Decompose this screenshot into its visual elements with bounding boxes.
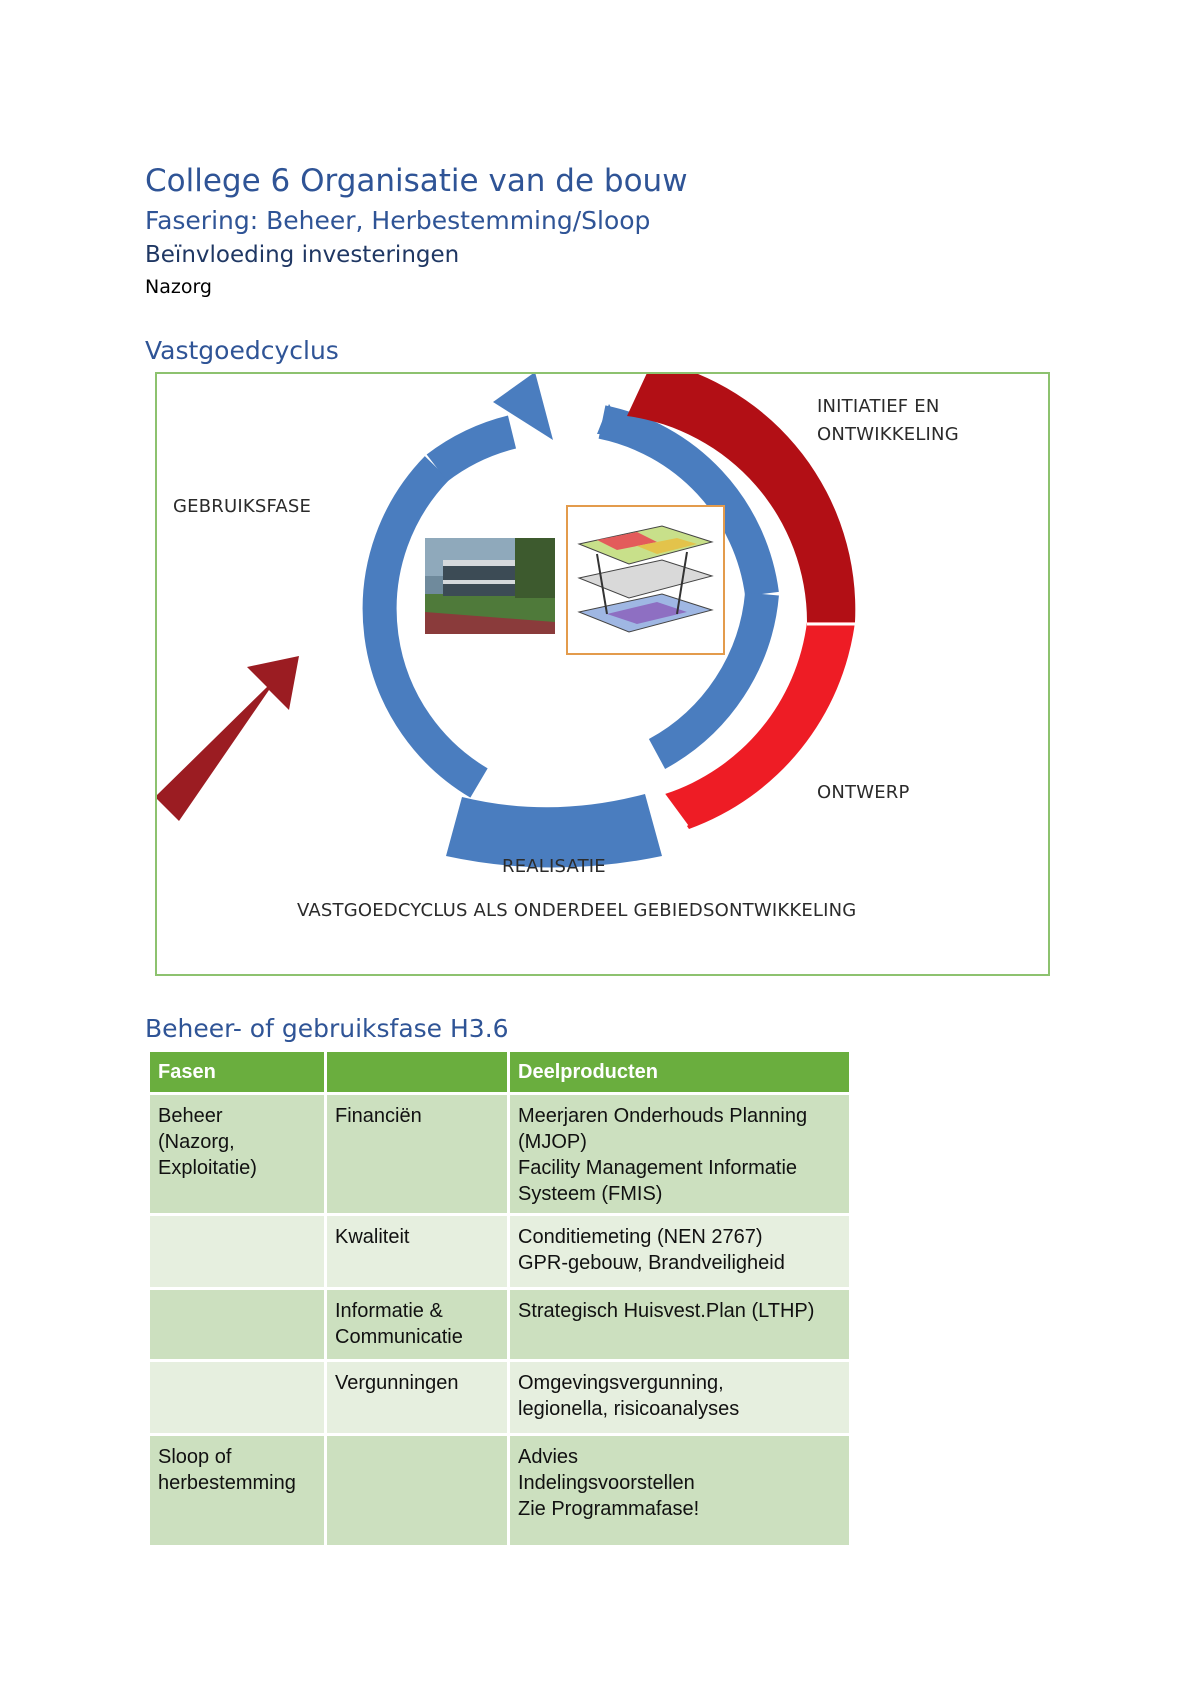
segment-divider-lower [660,791,689,827]
vastgoedcyclus-figure: INITIATIEF EN ONTWIKKELING GEBRUIKSFASE … [155,372,1050,976]
fasen-table: Fasen Deelproducten Beheer (Nazorg, Expl… [150,1052,852,1548]
heading-beinvloeding: Beïnvloeding investeringen [145,242,460,268]
cell-fase: Sloop of herbestemming [150,1434,327,1548]
cell-deelproduct: Strategisch Huisvest.Plan (LTHP) [508,1288,852,1362]
cell-deelproduct: Advies Indelingsvoorstellen Zie Programm… [508,1434,852,1548]
cell-aspect: Vergunningen [325,1360,510,1436]
cell-aspect: Kwaliteit [325,1214,510,1290]
cycle-arrow-head-icon [493,374,553,440]
cell-aspect: Financiën [325,1093,510,1216]
label-ontwerp: ONTWERP [817,782,910,803]
table-row: Vergunningen Omgevingsvergunning, legion… [150,1360,852,1436]
realisatie-segment [446,794,662,868]
figure-caption: VASTGOEDCYCLUS ALS ONDERDEEL GEBIEDSONTW… [297,900,857,921]
cell-fase [150,1288,327,1362]
cell-fase [150,1360,327,1436]
heading-nazorg: Nazorg [145,276,212,298]
cell-fase [150,1214,327,1290]
cycle-ring-bottom-right [648,592,779,769]
cell-aspect: Informatie & Communicatie [325,1288,510,1362]
document-subtitle: Fasering: Beheer, Herbestemming/Sloop [145,206,651,235]
cell-deelproduct: Meerjaren Onderhouds Planning (MJOP) Fac… [508,1093,852,1216]
ring-notch [597,404,627,434]
cell-deelproduct: Conditiemeting (NEN 2767) GPR-gebouw, Br… [508,1214,852,1290]
label-initiatief-2: ONTWIKKELING [817,424,959,445]
table-row: Informatie & Communicatie Strategisch Hu… [150,1288,852,1362]
cycle-diagram [157,374,856,868]
gebruiksfase-ring [362,456,488,798]
label-realisatie: REALISATIE [502,856,606,877]
cycle-ring-right [598,405,779,597]
document-title: College 6 Organisatie van de bouw [145,163,688,199]
map-layers-illustration [566,505,725,655]
table-header-row: Fasen Deelproducten [150,1052,852,1095]
section-vastgoedcyclus: Vastgoedcyclus [145,336,339,365]
table-row: Beheer (Nazorg, Exploitatie) Financiën M… [150,1093,852,1216]
gebruiksfase-ring-upper [426,415,517,482]
table-row: Sloop of herbestemming Advies Indelingsv… [150,1434,852,1548]
section-beheer: Beheer- of gebruiksfase H3.6 [145,1014,509,1043]
cell-fase: Beheer (Nazorg, Exploitatie) [150,1093,327,1216]
cell-deelproduct: Omgevingsvergunning, legionella, risicoa… [508,1360,852,1436]
initiatief-segment [627,374,856,622]
label-initiatief-1: INITIATIEF EN [817,396,940,417]
cell-aspect [325,1434,510,1548]
table-row: Kwaliteit Conditiemeting (NEN 2767) GPR-… [150,1214,852,1290]
building-photo [425,538,555,634]
entry-arrow-icon [157,656,299,821]
header-deelproducten: Deelproducten [508,1052,852,1095]
label-gebruiksfase: GEBRUIKSFASE [173,496,312,517]
header-empty [325,1052,510,1095]
ontwerp-segment [665,622,855,829]
header-fasen: Fasen [150,1052,327,1095]
